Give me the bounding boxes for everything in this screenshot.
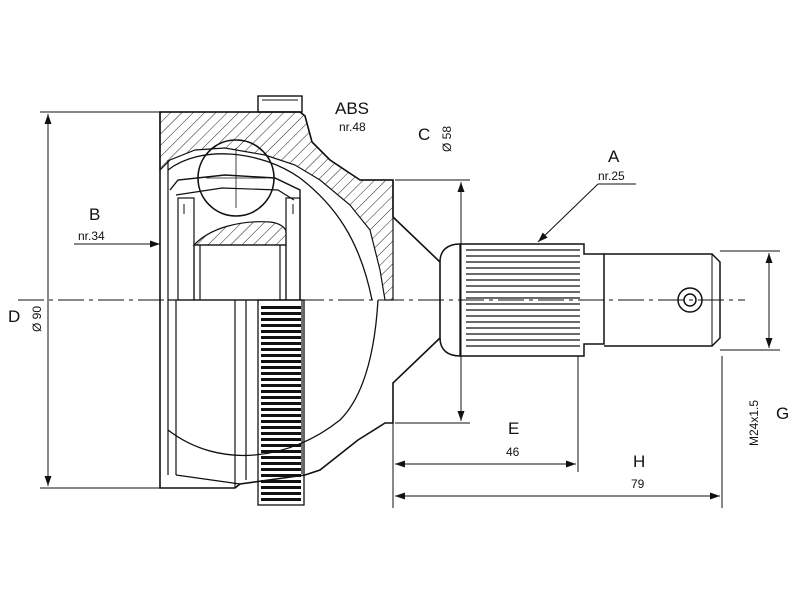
abs-ring-tooth: [261, 318, 301, 321]
c-value: Ø 58: [440, 126, 454, 152]
abs-ring-tooth: [261, 330, 301, 333]
b-label: B: [89, 205, 100, 224]
abs-ring-tooth: [261, 468, 301, 471]
dimension-lines: [40, 111, 780, 508]
abs-ring-tooth: [261, 450, 301, 453]
abs-ring-tooth: [261, 480, 301, 483]
housing-section-hatch: [159, 111, 394, 301]
abs-ring-tooth: [261, 414, 301, 417]
spline-teeth: [466, 249, 580, 347]
stub-shaft: [439, 243, 721, 357]
housing-top-tab: [257, 95, 303, 113]
h-label: H: [633, 452, 645, 471]
abs-ring-tooth: [261, 342, 301, 345]
inner-race-assembly: [169, 139, 301, 301]
inner-race-hatch: [192, 221, 287, 246]
abs-ring-tooth: [261, 492, 301, 495]
abs-ring-tooth: [261, 438, 301, 441]
abs-ring-tooth: [261, 402, 301, 405]
abs-label: ABS: [335, 99, 369, 118]
abs-ring-tooth: [261, 498, 301, 501]
abs-ring-tooth: [261, 420, 301, 423]
e-value: 46: [506, 445, 520, 459]
abs-ring-tooth: [261, 390, 301, 393]
abs-ring-tooth: [261, 396, 301, 399]
abs-ring-tooth: [261, 354, 301, 357]
b-value: nr.34: [78, 229, 105, 243]
cotter-pin-hole: [677, 287, 703, 313]
abs-value: nr.48: [339, 120, 366, 134]
abs-ring-tooth: [261, 432, 301, 435]
abs-ring-tooth: [261, 426, 301, 429]
abs-ring-tooth: [261, 456, 301, 459]
abs-ring-tooth: [261, 384, 301, 387]
abs-ring-tooth: [261, 324, 301, 327]
abs-ring-tooth: [261, 312, 301, 315]
c-label: C: [418, 125, 430, 144]
ball-bearing: [197, 139, 275, 217]
abs-ring-tooth: [261, 336, 301, 339]
abs-ring-tooth: [261, 360, 301, 363]
d-label: D: [8, 307, 20, 326]
abs-ring-tooth: [261, 486, 301, 489]
h-value: 79: [631, 477, 645, 491]
a-leader: [537, 183, 599, 243]
abs-ring-tooth: [261, 444, 301, 447]
e-label: E: [508, 419, 519, 438]
abs-ring-tooth: [261, 366, 301, 369]
g-label: G: [776, 404, 789, 423]
d-value: Ø 90: [30, 306, 44, 332]
a-label: A: [608, 147, 620, 166]
g-value: M24x1.5: [747, 400, 761, 446]
abs-ring-tooth: [261, 306, 301, 309]
abs-ring-tooth: [261, 474, 301, 477]
abs-ring-tooth: [261, 408, 301, 411]
abs-ring-tooth: [261, 462, 301, 465]
a-value: nr.25: [598, 169, 625, 183]
abs-ring-tooth: [261, 372, 301, 375]
abs-ring-tooth: [261, 378, 301, 381]
abs-ring-tooth: [261, 348, 301, 351]
abs-tone-ring: [257, 299, 305, 506]
